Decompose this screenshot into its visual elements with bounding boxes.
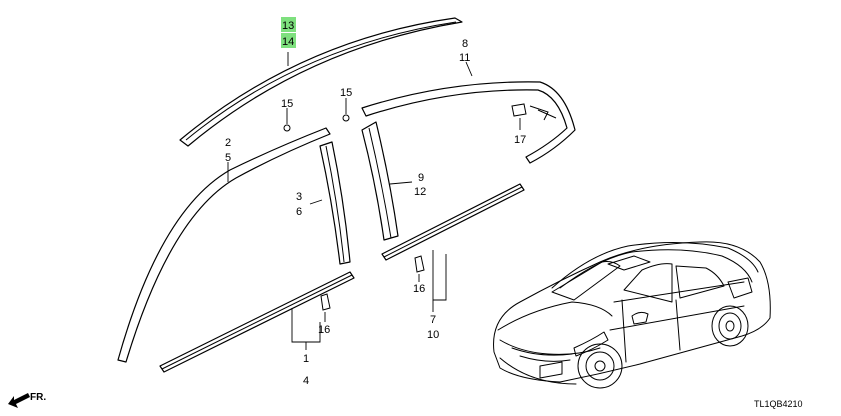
front-belt-molding-part [159, 271, 355, 373]
callout-2[interactable]: 2 [225, 137, 231, 149]
clip-16a [320, 293, 331, 322]
callout-16b[interactable]: 16 [413, 283, 425, 295]
front-direction-arrow: FR. [8, 392, 46, 408]
callout-15b[interactable]: 15 [340, 87, 352, 99]
rear-door-sash-molding-part [361, 81, 576, 164]
rear-pillar-garnish-part [361, 121, 399, 241]
callout-13[interactable]: 13 [282, 20, 294, 32]
callout-6[interactable]: 6 [296, 206, 302, 218]
callout-11[interactable]: 11 [459, 52, 470, 64]
callout-14-highlight [281, 33, 296, 48]
callout-16a[interactable]: 16 [318, 324, 330, 336]
callout-9[interactable]: 9 [418, 172, 424, 184]
callout-5[interactable]: 5 [225, 152, 231, 164]
rear-belt-molding-part [381, 183, 525, 261]
callout-3[interactable]: 3 [296, 191, 302, 203]
clip-17 [511, 103, 527, 130]
clip-16b [414, 255, 425, 282]
screw-15a [283, 108, 291, 132]
callout-12[interactable]: 12 [414, 186, 426, 198]
callout-8[interactable]: 8 [462, 38, 468, 50]
front-pillar-garnish-part [319, 141, 351, 265]
roof-molding-part [179, 17, 463, 147]
screw-15b [342, 98, 350, 122]
car-reference-illustration [493, 241, 771, 389]
callout-4[interactable]: 4 [303, 375, 309, 387]
callout-10[interactable]: 10 [427, 329, 439, 341]
callout-7[interactable]: 7 [430, 314, 436, 326]
front-door-sash-molding-part [117, 127, 331, 363]
callout-17[interactable]: 17 [514, 134, 526, 146]
callout-13-highlight [281, 17, 296, 32]
diagram-code: TL1QB4210 [754, 399, 803, 409]
callout-1[interactable]: 1 [303, 353, 309, 365]
callout-15a[interactable]: 15 [281, 98, 293, 110]
leader-lines [227, 52, 473, 350]
callout-14[interactable]: 14 [282, 36, 294, 48]
direction-label: FR. [30, 392, 46, 403]
